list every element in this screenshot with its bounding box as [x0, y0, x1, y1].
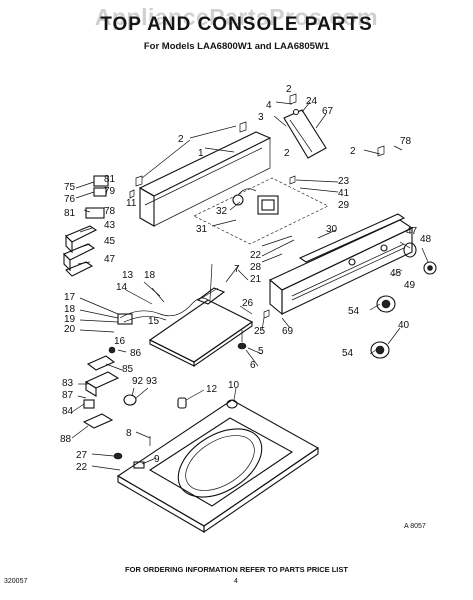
callout: 1 — [198, 148, 204, 159]
callout: 75 — [64, 182, 76, 193]
callout: 81 — [64, 208, 76, 219]
callout: 19 — [64, 314, 76, 325]
callout: 9 — [154, 454, 160, 465]
callout: 2 — [178, 134, 184, 145]
callout: 76 — [64, 194, 76, 205]
callout: 13 — [122, 270, 134, 281]
ordering-note: FOR ORDERING INFORMATION REFER TO PARTS … — [125, 565, 348, 574]
callout: 5 — [258, 346, 264, 357]
callout: 18 — [144, 270, 156, 281]
leader-lines — [71, 101, 429, 471]
callout: 40 — [398, 320, 410, 331]
hardware — [113, 330, 247, 469]
callout: 2 — [350, 146, 356, 157]
page-number: 4 — [234, 578, 238, 585]
console-body — [268, 219, 414, 316]
figure-code: A 8057 — [404, 523, 426, 530]
callout: 7 — [234, 264, 240, 275]
callout: 87 — [62, 390, 74, 401]
callout: 85 — [122, 364, 134, 375]
callout: 22 — [76, 462, 88, 473]
document-code: 320057 — [4, 578, 28, 585]
callout: 24 — [306, 96, 318, 107]
callout: 45 — [104, 236, 116, 247]
callout: 23 — [338, 176, 350, 187]
callout: 16 — [114, 336, 126, 347]
callout: 29 — [338, 200, 350, 211]
wiring-harness — [117, 297, 209, 325]
callout: 47 — [104, 254, 116, 265]
callout: 4 — [266, 100, 272, 111]
callout: 11 — [126, 198, 137, 209]
callout: 15 — [148, 316, 160, 327]
callout: 30 — [326, 224, 338, 235]
callout: 78 — [104, 206, 116, 217]
callout: 2 — [286, 84, 292, 95]
callout: 86 — [130, 348, 142, 359]
callout: 17 — [64, 292, 76, 303]
callout: 92 — [132, 376, 144, 387]
lid — [148, 299, 254, 368]
timer-assembly — [193, 177, 329, 245]
callout-labels: 2 24 4 67 3 2 1 2 78 2 23 41 29 31 32 30… — [60, 84, 432, 473]
callout: 6 — [250, 360, 256, 371]
callout: 31 — [196, 224, 208, 235]
callout: 8 — [126, 428, 132, 439]
callout: 21 — [250, 274, 262, 285]
callout: 69 — [282, 326, 294, 337]
callout: 84 — [62, 406, 74, 417]
console-rail — [298, 213, 406, 263]
callout: 93 — [146, 376, 158, 387]
callout: 32 — [216, 206, 228, 217]
callout: 27 — [76, 450, 88, 461]
callout: 25 — [254, 326, 266, 337]
callout: 81 — [104, 174, 116, 185]
callout: 20 — [64, 324, 76, 335]
callout: 22 — [250, 250, 262, 261]
callout: 54 — [348, 306, 360, 317]
diagram-subtitle: For Models LAA6800W1 and LAA6805W1 — [143, 41, 330, 52]
callout: 79 — [104, 186, 116, 197]
callout: 3 — [258, 112, 264, 123]
callout: 41 — [338, 188, 350, 199]
diagram-title: TOP AND CONSOLE PARTS — [100, 14, 373, 35]
top-plate — [116, 399, 320, 534]
callout: 78 — [400, 136, 412, 147]
callout: 28 — [250, 262, 262, 273]
callout: 14 — [116, 282, 128, 293]
callout: 54 — [342, 348, 354, 359]
lower-switch-parts — [82, 346, 137, 429]
callout: 49 — [404, 280, 416, 291]
lid-switch — [196, 287, 226, 305]
callout: 18 — [64, 304, 76, 315]
callout: 10 — [228, 380, 240, 391]
callout: 88 — [60, 434, 72, 445]
callout: 12 — [206, 384, 218, 395]
callout: 26 — [242, 298, 254, 309]
endcap-bracket — [283, 109, 327, 159]
callout: 48 — [420, 234, 432, 245]
callout: 45 — [390, 268, 402, 279]
back-panel — [138, 131, 272, 227]
callout: 43 — [104, 220, 116, 231]
watermark: AppliancePartsPros.com — [94, 4, 379, 30]
callout: 83 — [62, 378, 74, 389]
callout: 2 — [284, 148, 290, 159]
knobs — [370, 242, 437, 359]
callout: 67 — [322, 106, 334, 117]
callout: 47 — [406, 226, 418, 237]
